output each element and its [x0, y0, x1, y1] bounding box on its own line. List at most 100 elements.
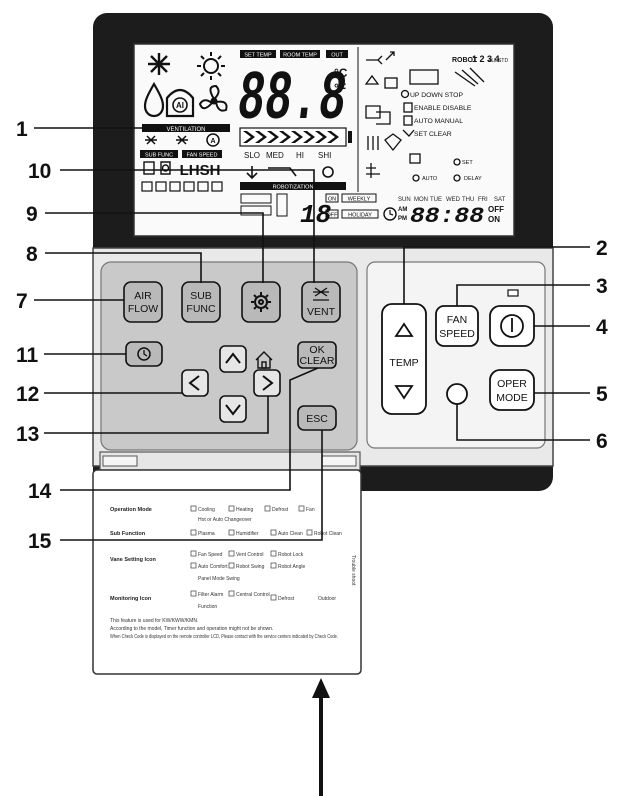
temp-label: TEMP — [389, 357, 418, 369]
day-thu: THU — [462, 197, 474, 203]
robot-nums: 1 2 3 4 — [472, 54, 500, 64]
lcd-screen: AI VENTILATION A SUB FUNC FAN SPEED LHSH — [133, 43, 515, 237]
heating-sun-icon — [197, 52, 225, 80]
room-temp-tag: ROOM TEMP — [283, 53, 317, 59]
sub-func-label-1: SUB — [190, 290, 212, 302]
legend-robot-lock: Robot Lock — [278, 552, 304, 558]
vent-icon — [313, 287, 329, 301]
legend-robot-angle: Robot Angle — [278, 564, 305, 570]
vent-button[interactable]: VENT — [301, 281, 341, 323]
power-button[interactable] — [489, 289, 535, 347]
legend-auto-clean: Auto Clean — [278, 531, 303, 537]
sub-func-button[interactable]: SUB FUNC — [181, 281, 221, 323]
clock-icon — [383, 207, 397, 221]
legend-panel-mode: Panel Mode Swing — [198, 576, 240, 582]
right-arrow-button[interactable] — [253, 369, 281, 397]
clear-label: CLEAR — [299, 355, 334, 367]
chevron-right-icon — [262, 375, 274, 391]
power-led — [507, 289, 519, 297]
fanspeed-tag: FAN SPEED — [187, 153, 218, 159]
down-arrow-button[interactable] — [219, 395, 247, 423]
auto-manual: AUTO MANUAL — [414, 118, 463, 125]
callout-6: 6 — [596, 430, 608, 453]
fan-speed-labels: SLO MED HI SHI — [244, 151, 331, 160]
day-fri: FRI — [478, 197, 488, 203]
set-label: SET — [462, 160, 473, 166]
left-arrow-button[interactable] — [181, 369, 209, 397]
pm-label: PM — [398, 216, 407, 222]
robotization-tag: ROBOTIZATION — [273, 185, 314, 191]
fan-speed-hi: HI — [296, 151, 304, 160]
fan-speed-bar — [239, 127, 352, 147]
callout-14: 14 — [28, 480, 52, 503]
timer-row: ON WEEKLY OFF HOLIDAY AM PM 88:88 OFF ON… — [325, 193, 506, 229]
holiday-tag: HOLIDAY — [348, 213, 372, 219]
callout-numbers: 1 2 3 4 5 6 7 8 9 10 11 12 13 14 15 — [16, 118, 608, 553]
timer-on2: ON — [488, 215, 500, 224]
legend-defrost-mon: Defrost — [278, 596, 295, 602]
legend-note-3: When Check Code is displayed on the remo… — [110, 634, 338, 640]
callout-12: 12 — [16, 383, 39, 406]
celsius-unit: °C — [334, 66, 348, 80]
vent-mode-icons — [145, 133, 220, 147]
callout-2: 2 — [596, 237, 608, 260]
robot-title: ROBOT — [452, 57, 478, 64]
callout-5: 5 — [596, 383, 608, 406]
timer-button[interactable] — [125, 341, 163, 367]
air-flow-label-2: FLOW — [128, 303, 158, 315]
fan-speed-slo: SLO — [244, 151, 260, 160]
legend-plasma: Plasma — [198, 531, 215, 537]
air-flow-button[interactable]: AIR FLOW — [123, 281, 163, 323]
function-setting-button[interactable] — [241, 281, 281, 323]
callout-7: 7 — [16, 290, 28, 313]
dry-drop-icon — [143, 81, 165, 118]
oper-mode-button[interactable]: OPER MODE — [489, 369, 535, 411]
fan-speed-button[interactable]: FAN SPEED — [435, 305, 479, 347]
ok-clear-button[interactable]: OK CLEAR — [297, 341, 337, 369]
legend-fan-speed: Fan Speed — [198, 552, 223, 558]
subfunc-tag: SUB FUNC — [145, 153, 173, 159]
right-column: ROBOT 1 2 3 4 ALL STD UP DOWN STOP ENABL… — [364, 51, 508, 182]
day-sat: SAT — [494, 197, 506, 203]
timer-on-tag: ON — [328, 197, 336, 203]
set-temp-tag: SET TEMP — [244, 53, 272, 59]
swing-arrows — [246, 166, 334, 180]
legend-fan: Fan — [306, 507, 315, 513]
legend-central-control: Central Control — [236, 592, 270, 598]
day-tue: TUE — [430, 197, 442, 203]
legend-humidifier: Humidifier — [236, 531, 259, 537]
legend-note-1: This feature is used for KW/KWW/KMN. — [110, 618, 198, 624]
callout-1: 1 — [16, 118, 28, 141]
callout-4: 4 — [596, 316, 608, 339]
ventilation-bar — [142, 124, 230, 132]
legend-defrost: Defrost — [272, 507, 289, 513]
temp-rocker-button[interactable]: TEMP — [381, 303, 427, 415]
timer-off-tag: OFF — [327, 213, 339, 219]
chevron-down-icon — [225, 404, 241, 416]
legend-row-4-head: Monitoring Icon — [110, 596, 152, 602]
lcd-top-tags: SET TEMP ROOM TEMP OUT — [240, 50, 348, 59]
ventilation-label: VENTILATION — [167, 127, 206, 133]
callout-15: 15 — [28, 530, 52, 553]
up-arrow-button[interactable] — [219, 345, 247, 373]
fan-speed-med: MED — [266, 151, 284, 160]
esc-button[interactable]: ESC — [297, 405, 337, 431]
day-mon: MON — [414, 197, 428, 203]
fan-speed-label-1: FAN — [447, 314, 467, 326]
delay-label: DELAY — [464, 176, 482, 182]
robot-sub-boxes — [240, 193, 288, 217]
legend-side-text: Trouble shoot — [350, 555, 356, 586]
legend-filter-alarm: Filter Alarm — [198, 592, 223, 598]
weekly-tag: WEEKLY — [348, 197, 371, 203]
temp-up-icon — [394, 322, 414, 337]
fan-speed-label-2: SPEED — [439, 328, 475, 340]
sensor-button[interactable] — [446, 383, 468, 405]
ok-label: OK — [309, 344, 324, 356]
callout-13: 13 — [16, 423, 39, 446]
cover-arrow — [312, 678, 330, 796]
am-label: AM — [398, 207, 407, 213]
temperature-digits: 88.8 — [238, 61, 346, 140]
callout-3: 3 — [596, 275, 608, 298]
auto-label: AUTO — [422, 176, 438, 182]
